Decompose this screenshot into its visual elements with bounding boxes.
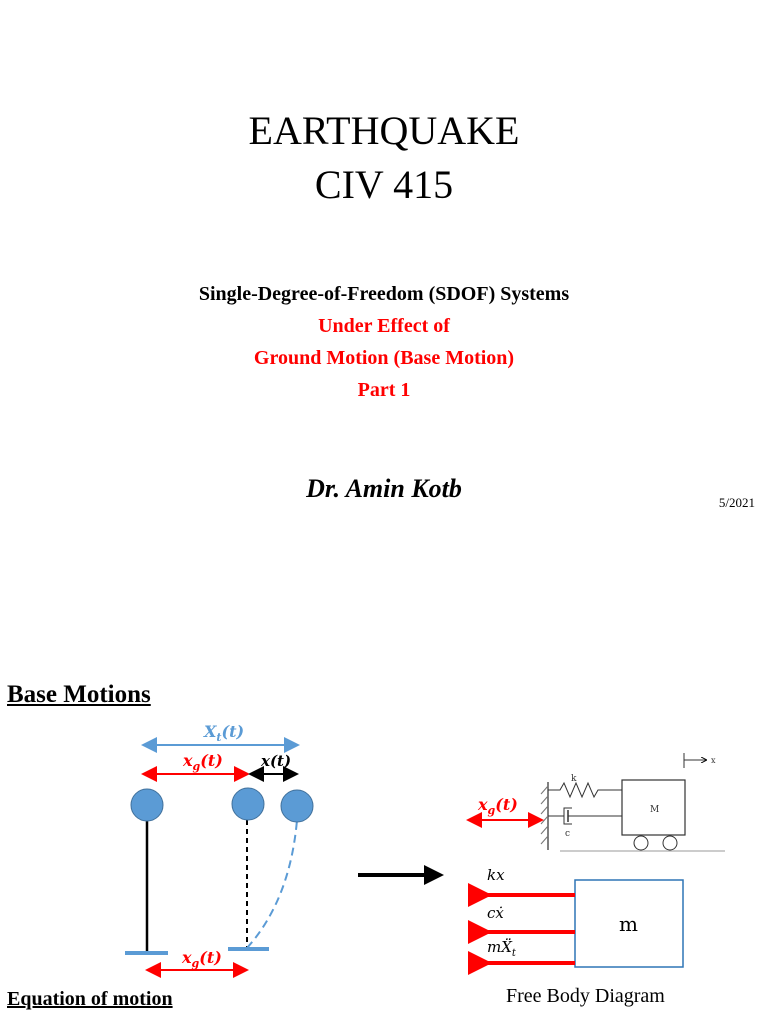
fbd-mass-label: m xyxy=(619,912,638,936)
subtitle-line2: Under Effect of xyxy=(318,315,450,337)
date-label: 5/2021 xyxy=(718,495,755,510)
base-motions-heading: Base Motions xyxy=(7,681,151,708)
svg-text:k: k xyxy=(571,774,577,784)
total-displacement-label: Xt(t) xyxy=(203,722,244,744)
author-name: Dr. Amin Kotb xyxy=(306,474,462,503)
subtitle-line3: Ground Motion (Base Motion) xyxy=(253,347,515,369)
model-ground-label: xg(t) xyxy=(477,795,518,817)
equation-of-motion-heading: Equation of motion xyxy=(7,988,173,1010)
fbd-mass-box xyxy=(574,879,684,968)
deformed-mass xyxy=(280,789,314,823)
ground-displacement-label-bottom: xg(t) xyxy=(181,948,222,970)
svg-text:M: M xyxy=(650,805,659,815)
spring xyxy=(548,781,622,799)
course-title-line2: CIV 415 xyxy=(314,162,454,207)
ground-displacement-label-top: xg(t) xyxy=(182,751,223,773)
subtitle-line4: Part 1 xyxy=(357,379,411,401)
free-body-diagram-caption: Free Body Diagram xyxy=(506,985,665,1007)
subtitle-line1: Single-Degree-of-Freedom (SDOF) Systems xyxy=(198,283,570,305)
deformed-column xyxy=(246,819,298,949)
spring-force-label: kx xyxy=(487,866,505,884)
damper xyxy=(563,807,572,825)
relative-displacement-label: x(t) xyxy=(260,752,291,770)
svg-text:x: x xyxy=(711,756,716,765)
original-mass xyxy=(130,788,164,822)
damping-force-label: cẋ xyxy=(487,904,504,922)
svg-text:c: c xyxy=(565,829,570,839)
spring-damper-model: k c M x xyxy=(540,753,725,852)
model-mass-block xyxy=(621,779,686,836)
inertia-force-label: mẌt xyxy=(487,938,517,959)
course-title-line1: EARTHQUAKE xyxy=(248,108,520,153)
rigid-moved-mass xyxy=(231,787,265,821)
